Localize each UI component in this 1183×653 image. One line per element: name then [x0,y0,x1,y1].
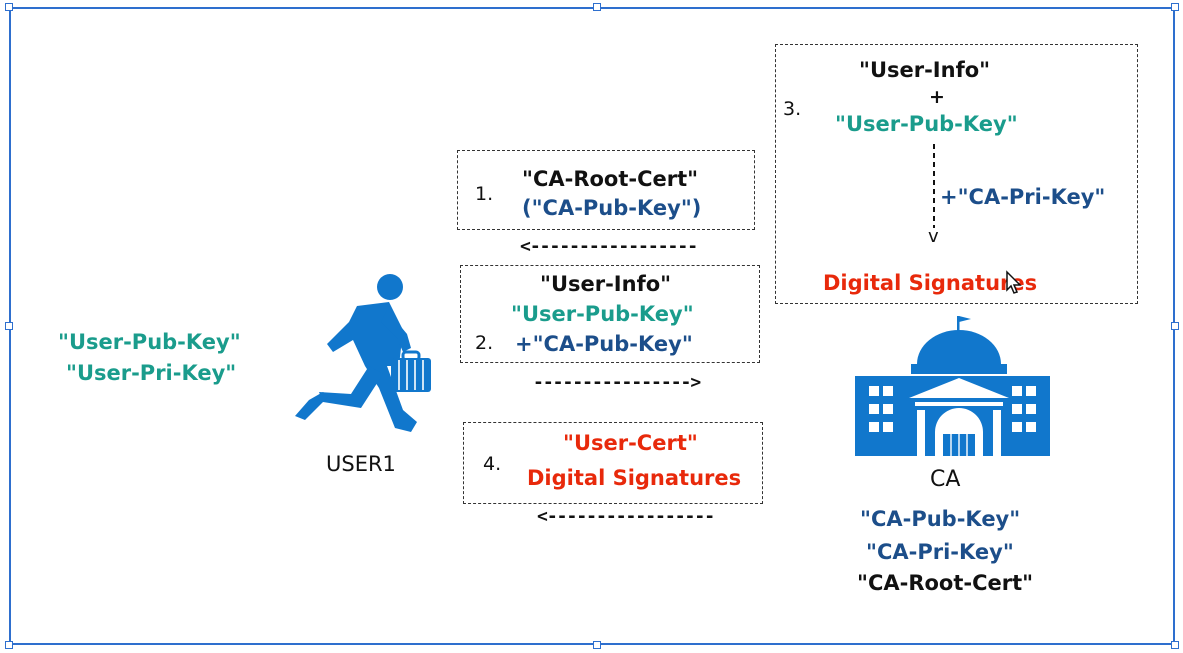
step2-number: 2. [475,332,494,354]
step4-digital-signatures: Digital Signatures [527,466,742,490]
step3-user-info: "User-Info" [859,58,991,82]
step3-vertical-dashed-arrow [933,144,935,228]
step2-user-pub-key: "User-Pub-Key" [511,302,694,326]
step4-number: 4. [483,453,502,475]
arrow-ca-to-user-1: <----------------- [520,236,698,257]
step1-ca-pub-key: ("CA-Pub-Key") [522,196,702,220]
ca-label: CA [930,467,961,492]
step1-number: 1. [475,183,494,205]
step1-box [457,150,755,230]
resize-handle-bottom-left[interactable] [5,641,13,649]
arrow-ca-to-user-2: <----------------- [537,506,715,527]
ca-pri-key: "CA-Pri-Key" [866,540,1014,564]
ca-root-cert: "CA-Root-Cert" [857,571,1034,595]
step2-box [460,265,760,363]
step1-ca-root-cert: "CA-Root-Cert" [522,167,699,191]
resize-handle-middle-right[interactable] [1171,322,1179,330]
step3-user-pub-key: "User-Pub-Key" [835,112,1018,136]
step4-user-cert: "User-Cert" [563,431,698,455]
step3-arrowhead: v [928,226,939,247]
step3-digital-signatures: Digital Signatures [823,271,1038,295]
mouse-cursor-icon [1006,270,1022,294]
step4-box [463,422,763,504]
running-businessman-icon [295,274,431,432]
resize-handle-bottom-center[interactable] [593,641,601,649]
arrow-user-to-ca: ----------------> [533,372,701,393]
ca-pub-key: "CA-Pub-Key" [860,507,1021,531]
resize-handle-bottom-right[interactable] [1171,641,1179,649]
step2-user-info: "User-Info" [540,272,672,296]
step3-ca-pri-key: +"CA-Pri-Key" [940,185,1106,209]
resize-handle-middle-left[interactable] [5,322,13,330]
step3-box [775,44,1138,304]
resize-handle-top-right[interactable] [1171,3,1179,11]
step3-number: 3. [783,98,802,120]
user-pub-key: "User-Pub-Key" [58,330,241,354]
step3-plus: + [929,86,945,108]
resize-handle-top-center[interactable] [593,3,601,11]
step2-ca-pub-key: +"CA-Pub-Key" [515,332,693,356]
resize-handle-top-left[interactable] [5,3,13,11]
user-pri-key: "User-Pri-Key" [66,361,237,385]
government-building-icon [855,316,1050,456]
user1-label: USER1 [326,452,396,476]
